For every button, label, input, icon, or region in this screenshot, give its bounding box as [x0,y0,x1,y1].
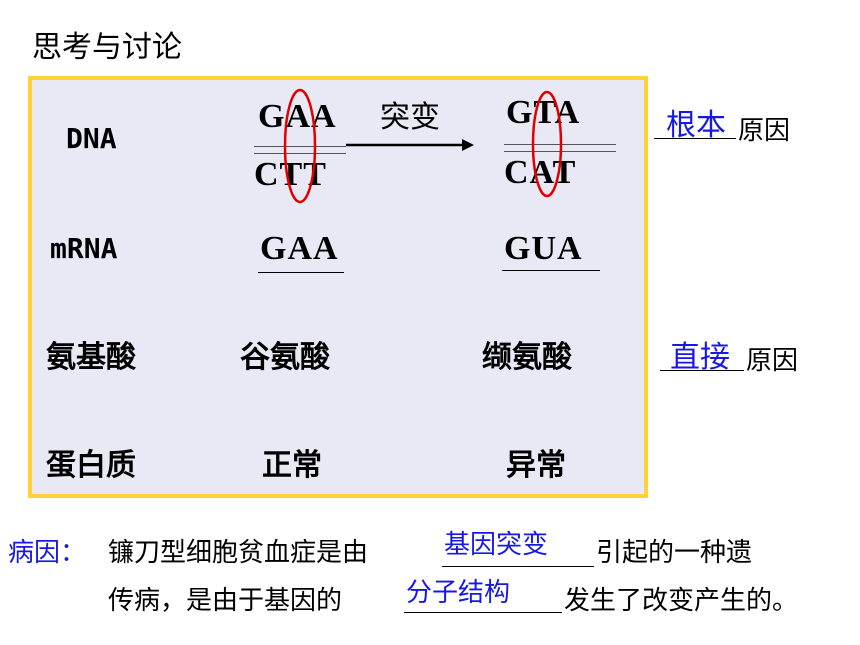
row-label-protein: 蛋白质 [46,448,136,483]
mrna-normal-codon: GAA [260,230,339,267]
dna-mutant-top-strand: GTA [506,94,581,131]
root-cause-blank [654,138,736,139]
cause-text-line1a: 镰刀型细胞贫血症是由 [108,538,369,568]
dna-normal-base-pairs [254,146,346,154]
mrna-mutant-underline [502,270,600,271]
page-title: 思考与讨论 [32,30,182,65]
amino-acid-normal: 谷氨酸 [240,340,330,375]
mutation-arrow [346,139,474,151]
root-cause-suffix: 原因 [738,116,791,146]
mrna-mutant-codon: GUA [504,230,583,267]
highlight-oval-mutant [531,90,563,198]
row-label-mrna: mRNA [50,232,118,265]
highlight-oval-normal [283,88,317,204]
protein-mutant: 异常 [506,448,566,483]
direct-cause-blank [660,370,744,371]
row-label-dna: DNA [66,122,117,155]
protein-normal: 正常 [262,448,322,483]
dna-normal-top-strand: GAA [258,98,337,135]
amino-acid-mutant: 缬氨酸 [482,340,572,375]
direct-cause-suffix: 原因 [746,346,799,376]
cause-blank-1 [442,566,594,567]
direct-cause-answer: 直接 [670,340,730,375]
cause-answer-mutation: 基因突变 [444,530,549,560]
root-cause-answer: 根本 [666,108,726,143]
cause-text-line2b: 发生了改变产生的。 [564,586,799,616]
cause-text-line2a: 传病，是由于基因的 [108,586,343,616]
mutation-label: 突变 [380,100,440,135]
row-label-amino-acid: 氨基酸 [46,340,136,375]
dna-mutant-bottom-strand: CAT [504,154,577,191]
cause-blank-2 [404,612,562,613]
mrna-normal-underline [258,272,344,273]
cause-text-line1b: 引起的一种遗 [596,538,753,568]
cause-label: 病因： [8,538,87,568]
cause-answer-structure: 分子结构 [406,578,511,608]
